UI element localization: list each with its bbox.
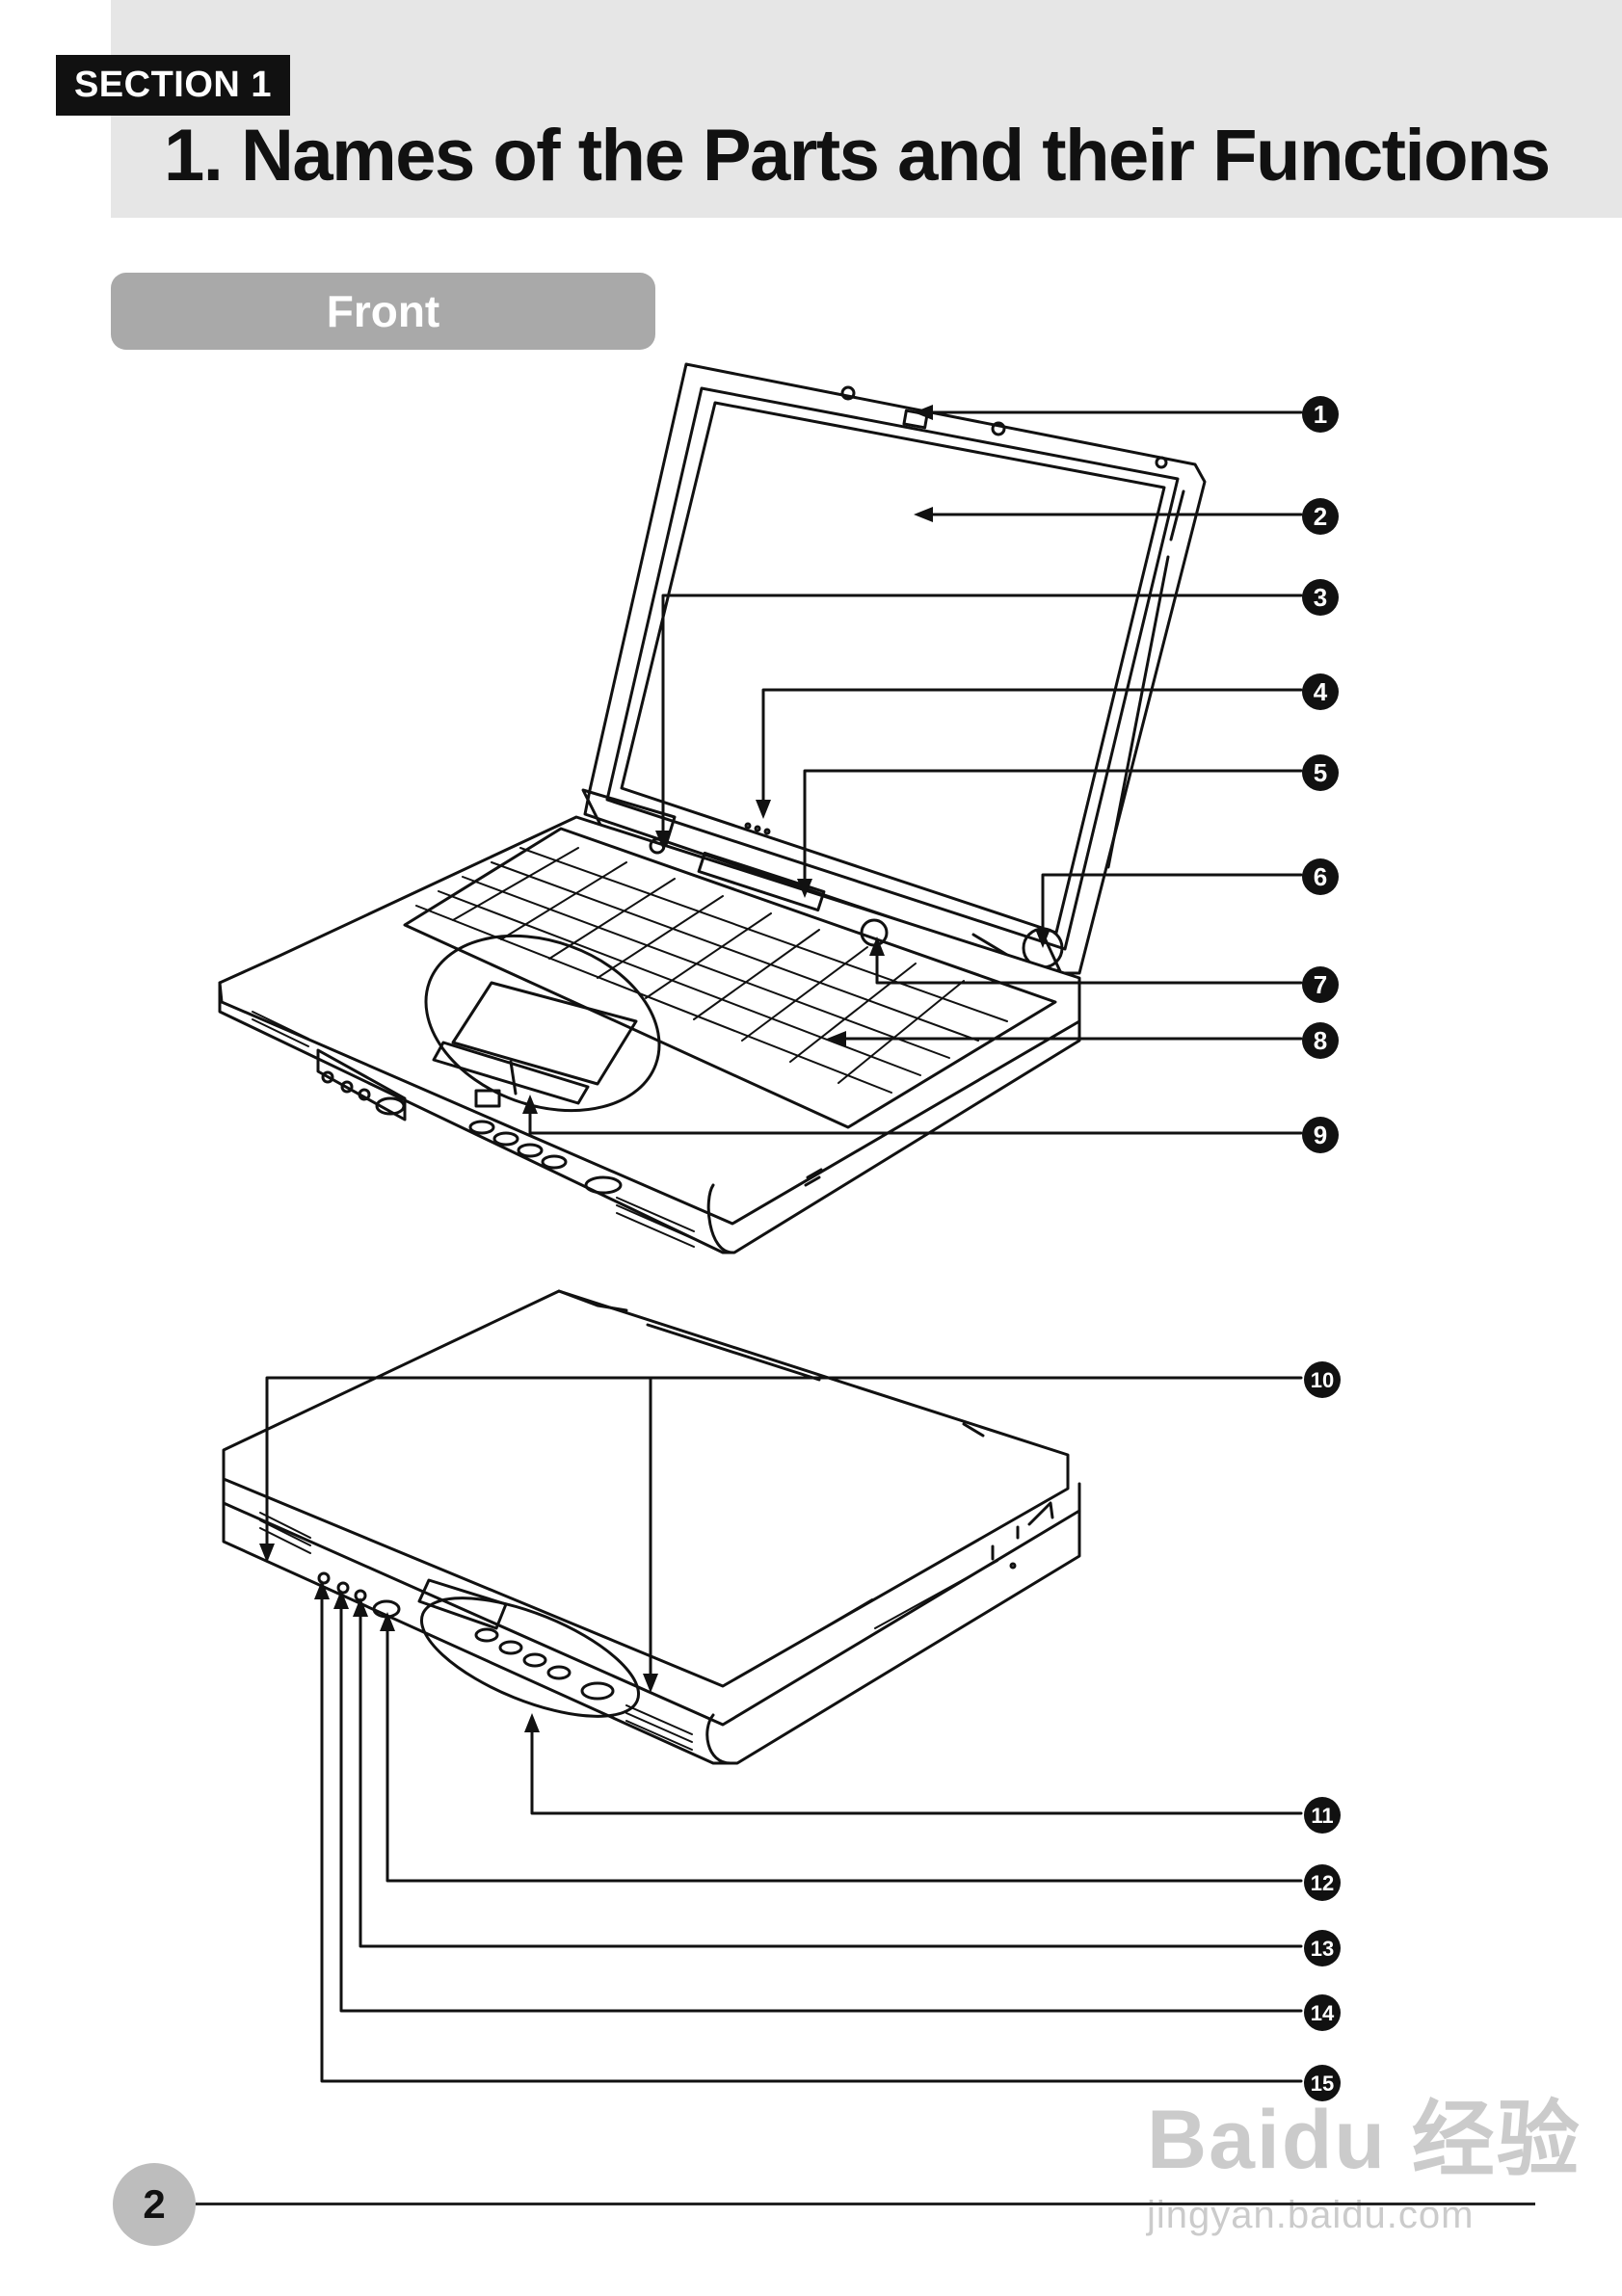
- svg-text:13: 13: [1311, 1937, 1334, 1961]
- callout-3: 3: [1302, 579, 1339, 616]
- svg-text:12: 12: [1311, 1871, 1334, 1895]
- callout-12: 12: [1304, 1864, 1341, 1901]
- closed-laptop-drawing: [222, 1289, 1081, 1765]
- svg-text:5: 5: [1314, 758, 1327, 787]
- leader-lines: [265, 410, 1303, 2083]
- svg-text:4: 4: [1314, 677, 1328, 706]
- callout-13: 13: [1304, 1930, 1341, 1966]
- callout-9: 9: [1302, 1117, 1339, 1153]
- footer-rule: [196, 2203, 1535, 2205]
- callout-14: 14: [1304, 1994, 1341, 2031]
- svg-text:7: 7: [1314, 970, 1327, 999]
- svg-text:3: 3: [1314, 583, 1327, 612]
- watermark: Baidu 经验 jingyan.baidu.com: [1147, 2072, 1582, 2237]
- front-subsection-label: Front: [111, 273, 655, 350]
- svg-text:10: 10: [1311, 1368, 1334, 1392]
- watermark-url: jingyan.baidu.com: [1147, 2194, 1475, 2236]
- svg-text:15: 15: [1311, 2072, 1334, 2096]
- arrowheads: [259, 405, 1050, 1732]
- svg-text:6: 6: [1314, 862, 1327, 891]
- callout-2: 2: [1302, 498, 1339, 535]
- callout-11: 11: [1304, 1797, 1341, 1834]
- callout-badges: 1 2 3 4 5 6 7 8 9 10 11 12 13 14 15: [1302, 396, 1341, 2101]
- header-band: [111, 0, 1622, 218]
- callout-4: 4: [1302, 673, 1339, 710]
- open-laptop-drawing: [218, 362, 1207, 1254]
- section-badge: SECTION 1: [56, 55, 290, 116]
- svg-text:2: 2: [1314, 502, 1327, 531]
- callout-1: 1: [1302, 396, 1339, 433]
- callout-6: 6: [1302, 858, 1339, 895]
- callout-15: 15: [1304, 2065, 1341, 2101]
- callout-5: 5: [1302, 754, 1339, 791]
- svg-text:14: 14: [1311, 2001, 1335, 2025]
- callout-10: 10: [1304, 1361, 1341, 1398]
- svg-text:8: 8: [1314, 1026, 1327, 1055]
- svg-text:9: 9: [1314, 1121, 1327, 1149]
- svg-text:1: 1: [1314, 400, 1327, 429]
- callout-7: 7: [1302, 966, 1339, 1003]
- svg-text:11: 11: [1311, 1804, 1333, 1828]
- page-number: 2: [113, 2163, 196, 2246]
- watermark-brand: Baidu 经验: [1147, 2094, 1582, 2186]
- page-title: 1. Names of the Parts and their Function…: [164, 115, 1551, 197]
- callout-8: 8: [1302, 1022, 1339, 1059]
